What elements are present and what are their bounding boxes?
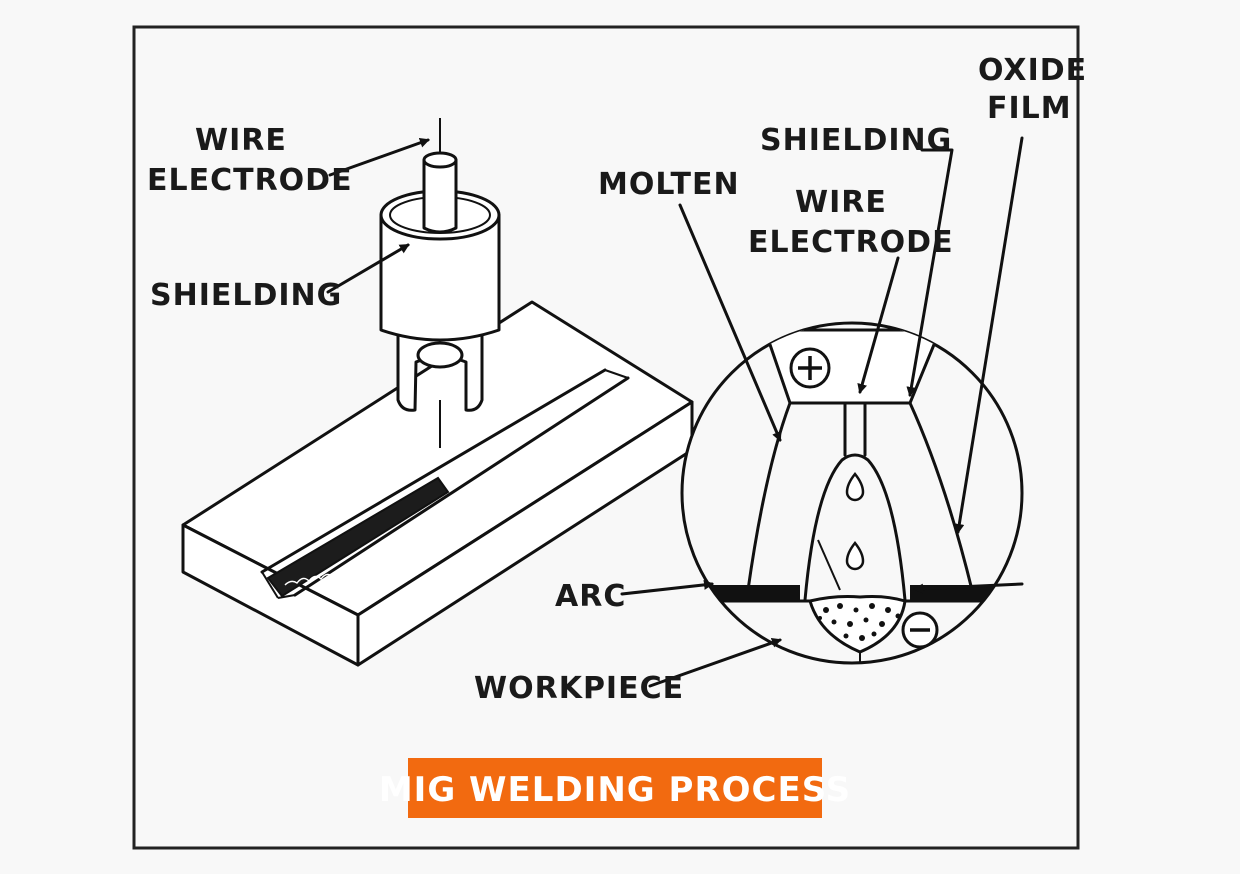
weld-bead (266, 476, 450, 598)
caption-background (408, 758, 822, 818)
wire-electrode-label-line1: WIRE (195, 123, 287, 158)
film-label-line2: FILM (987, 91, 1072, 126)
minus-circle-icon (901, 611, 939, 649)
shielding-label-left: SHIELDING (150, 278, 342, 313)
workpiece-label: WORKPIECE (474, 671, 684, 706)
oxide-label-line1: OXIDE (978, 53, 1087, 88)
wire-electrode-label-line2: ELECTRODE (147, 163, 353, 198)
workpiece-plate (181, 300, 694, 667)
wire-electrode-right-line1: WIRE (795, 185, 887, 220)
plus-circle-icon (789, 347, 831, 389)
shielding-label-right: SHIELDING (760, 123, 952, 158)
arc-label: ARC (555, 579, 626, 614)
caption-title: MIG WELDING PROCESS (379, 770, 851, 810)
wire-electrode-right-line2: ELECTRODE (748, 225, 954, 260)
molten-label: MOLTEN (598, 167, 740, 202)
caption-banner: MIG WELDING PROCESS (379, 758, 851, 818)
leader-arrows (326, 136, 1024, 688)
welding-gun (379, 118, 501, 412)
